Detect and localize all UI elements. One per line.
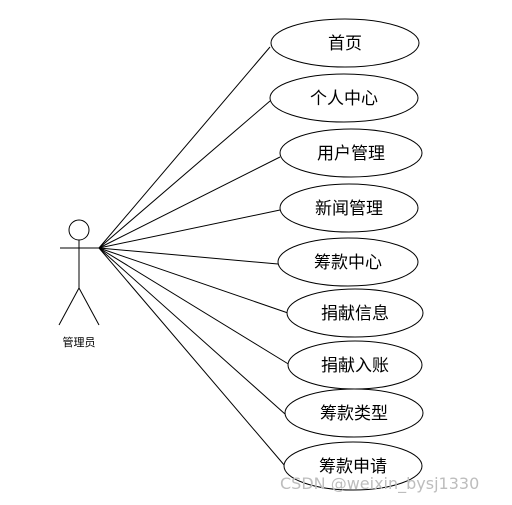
association-line-user-management [98,156,281,249]
actor-head [68,219,90,241]
association-line-home [98,46,271,249]
association-line-fundraising-application [98,247,286,467]
use-case-user-management: 用户管理 [279,128,423,178]
use-case-fundraising-application: 筹款申请 [283,441,423,491]
use-case-label: 筹款申请 [319,457,387,477]
use-case-ellipse [277,237,419,287]
use-case-label: 捐献信息 [321,304,389,324]
use-case-fundraising-type: 筹款类型 [284,388,424,438]
use-case-ellipse [279,183,419,233]
actor-label: 管理员 [63,335,96,349]
use-case-label: 用户管理 [317,144,385,164]
use-case-label: 筹款类型 [320,404,388,424]
use-case-ellipse [286,288,424,338]
use-case-ellipse [284,388,424,438]
use-case-label: 捐献入账 [321,356,389,376]
use-case-label: 首页 [328,34,362,54]
association-line-fundraising-center [98,247,279,265]
use-case-ellipse [270,18,420,68]
use-case-donation-info: 捐献信息 [286,288,424,338]
use-case-ellipse [279,128,423,178]
use-case-ellipse [269,73,419,123]
use-case-news-management: 新闻管理 [279,183,419,233]
use-case-label: 个人中心 [310,89,378,109]
use-case-donation-entry: 捐献入账 [287,340,423,390]
use-case-fundraising-center: 筹款中心 [277,237,419,287]
use-case-home: 首页 [270,18,420,68]
association-line-donation-info [98,247,289,314]
association-line-personal-center [98,100,271,249]
association-line-fundraising-type [98,247,286,415]
watermark-text: CSDN @weixin_bysj1330 [280,474,480,493]
actor-right-leg [78,287,100,326]
association-lines [98,46,291,467]
actor-left-leg [58,287,80,326]
use-case-label: 筹款中心 [314,253,382,273]
use-case-label: 新闻管理 [315,199,383,219]
use-case-ellipse [283,441,423,491]
association-line-news-management [98,209,281,249]
association-line-donation-entry [98,247,291,366]
actor-admin: 管理员 [58,219,100,349]
use-case-personal-center: 个人中心 [269,73,419,123]
